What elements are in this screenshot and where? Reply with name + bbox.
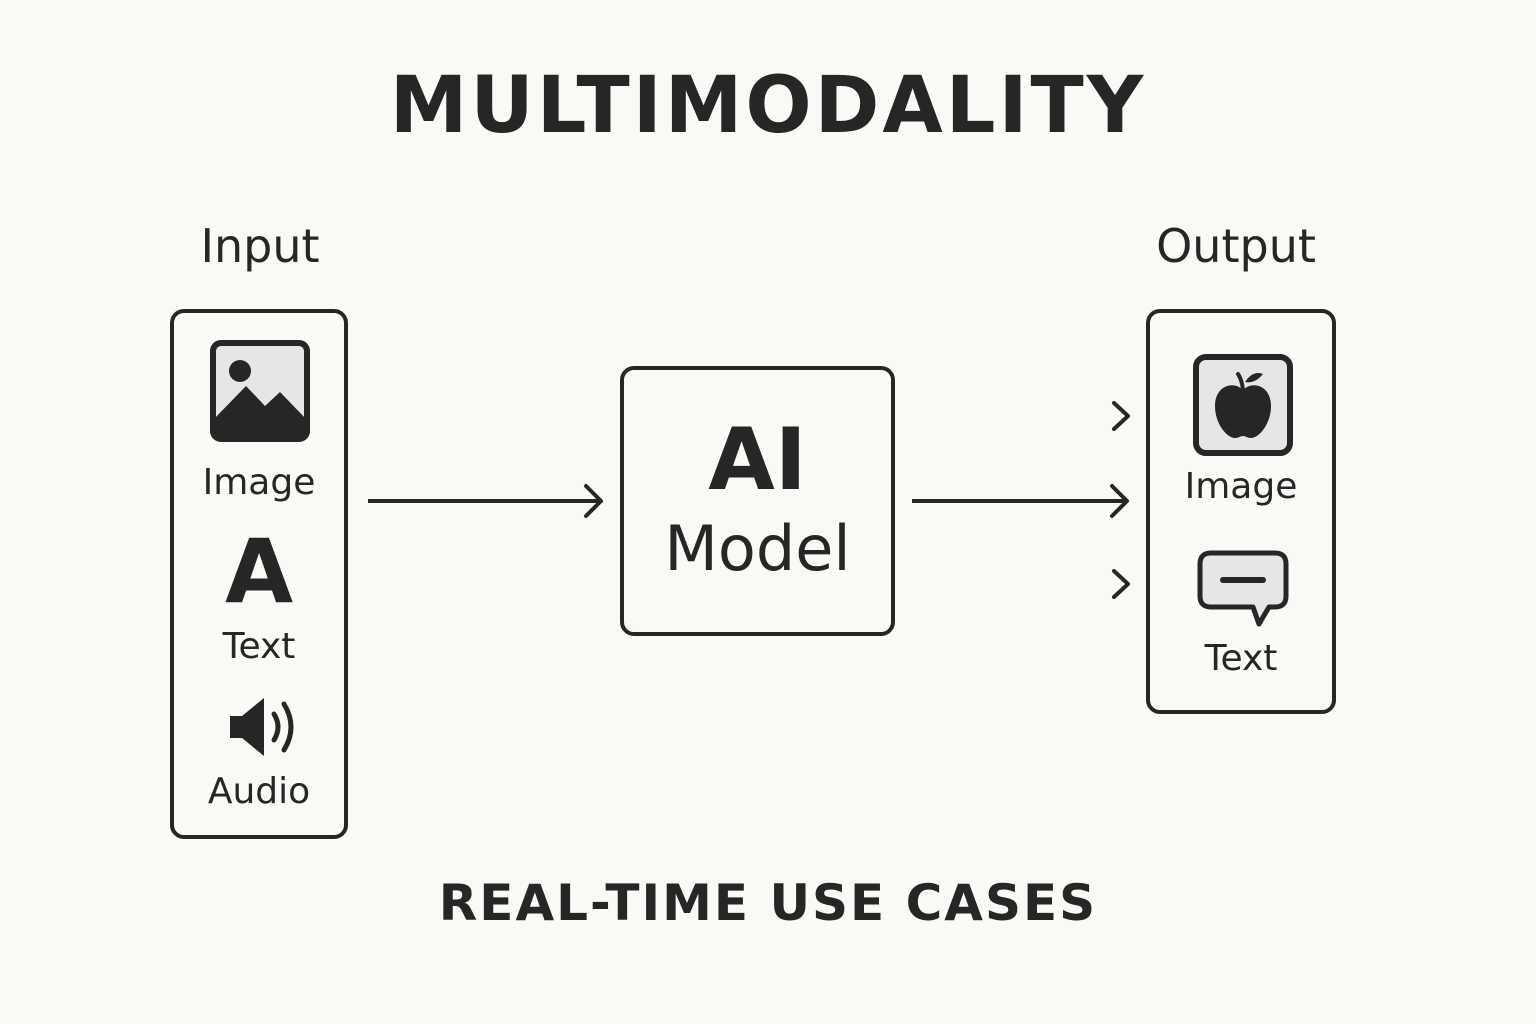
input-image-label: Image: [202, 462, 316, 503]
output-text-label: Text: [1204, 638, 1278, 679]
chevron-right-icon: [1112, 569, 1130, 599]
footer-caption: REAL-TIME USE CASES: [438, 874, 1098, 932]
image-icon: [210, 340, 310, 442]
model-title-model: Model: [664, 512, 851, 585]
input-text-label: Text: [222, 626, 296, 667]
model-title-ai: AI: [708, 410, 807, 510]
chevron-right-icon: [1112, 401, 1130, 431]
diagram-title: MULTIMODALITY: [389, 61, 1147, 151]
speech-bubble-icon: [1197, 550, 1289, 627]
input-heading: Input: [200, 219, 320, 273]
output-panel: [1146, 309, 1336, 714]
letter-a-icon: A: [224, 520, 294, 623]
speaker-icon: [230, 698, 294, 756]
ai-model-box: [620, 366, 895, 636]
apple-image-icon: [1193, 354, 1293, 456]
output-image-label: Image: [1184, 466, 1298, 507]
input-audio-label: Audio: [207, 771, 311, 812]
input-panel: [170, 309, 348, 839]
output-heading: Output: [1156, 219, 1316, 273]
input-to-model-arrow: [368, 484, 603, 518]
model-to-output-arrow: [912, 484, 1129, 518]
